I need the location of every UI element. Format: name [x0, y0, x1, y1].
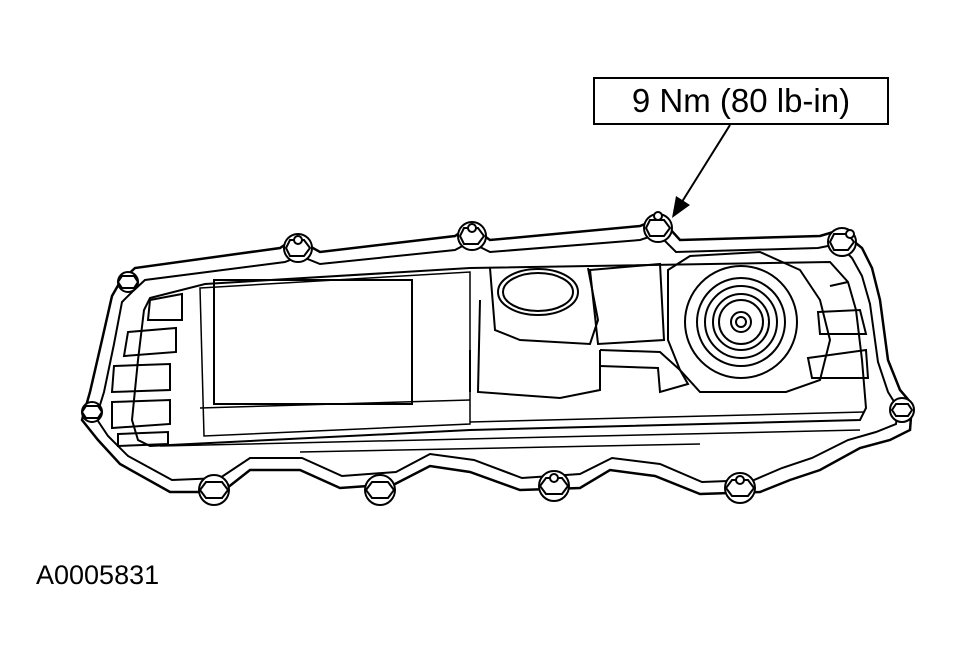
right-rib-2 — [808, 350, 868, 378]
breather-housing — [668, 252, 830, 392]
right-ribs — [808, 282, 868, 378]
body-line-3 — [300, 444, 700, 452]
center-pad — [590, 264, 688, 392]
center-pad-step — [600, 350, 688, 392]
bolts — [82, 212, 914, 505]
breather-ring-3 — [705, 286, 777, 358]
breather-ring-5 — [719, 300, 763, 344]
callout-leader-arrow — [672, 125, 730, 218]
body-lines — [160, 400, 864, 452]
bolt-left-lower — [82, 402, 102, 422]
breather-center — [731, 312, 751, 332]
cover-inner-outline — [96, 234, 898, 482]
bolt-top-2 — [458, 222, 486, 250]
cover-body-border-inner — [200, 272, 470, 436]
oil-fill-cap-inner — [503, 273, 573, 311]
right-rib-3 — [830, 282, 848, 286]
oil-fill-base — [478, 300, 600, 398]
right-rib-1 — [818, 310, 866, 334]
cover-outer-outline — [82, 218, 912, 494]
bolt-bottom-1 — [199, 475, 229, 505]
figure-id-label: A0005831 — [36, 560, 160, 590]
bolt-bottom-2 — [365, 475, 395, 505]
torque-callout-label: 9 Nm (80 lb-in) — [631, 82, 851, 119]
body-line-1 — [200, 400, 470, 408]
bolt-top-4 — [828, 228, 856, 256]
left-ribs — [112, 294, 182, 446]
cover-flat-panel — [214, 280, 412, 404]
breather-boss — [668, 252, 830, 392]
oil-fill-neck — [490, 268, 598, 344]
bolt-bottom-3 — [539, 471, 569, 501]
breather-ring-1 — [685, 266, 797, 378]
body-line-4 — [470, 412, 864, 422]
bolt-left-end — [118, 272, 138, 292]
left-rib-1 — [148, 294, 182, 320]
left-rib-3 — [112, 364, 170, 392]
left-rib-4 — [112, 400, 170, 428]
center-pad-outline — [590, 264, 664, 344]
torque-callout-box: 9 Nm (80 lb-in) — [593, 77, 889, 125]
bolt-bottom-4 — [725, 473, 755, 503]
body-line-2 — [160, 430, 860, 446]
bolt-right-end — [890, 398, 914, 422]
left-rib-2 — [124, 328, 176, 356]
oil-fill-cap — [498, 269, 578, 315]
breather-center-hole — [736, 317, 746, 327]
breather-ring-2 — [697, 278, 785, 366]
left-rib-5 — [118, 432, 168, 446]
oil-fill-boss — [470, 268, 600, 398]
bolt-top-1 — [284, 234, 312, 262]
breather-ring-4 — [713, 294, 769, 350]
bolt-top-3 — [644, 212, 672, 242]
